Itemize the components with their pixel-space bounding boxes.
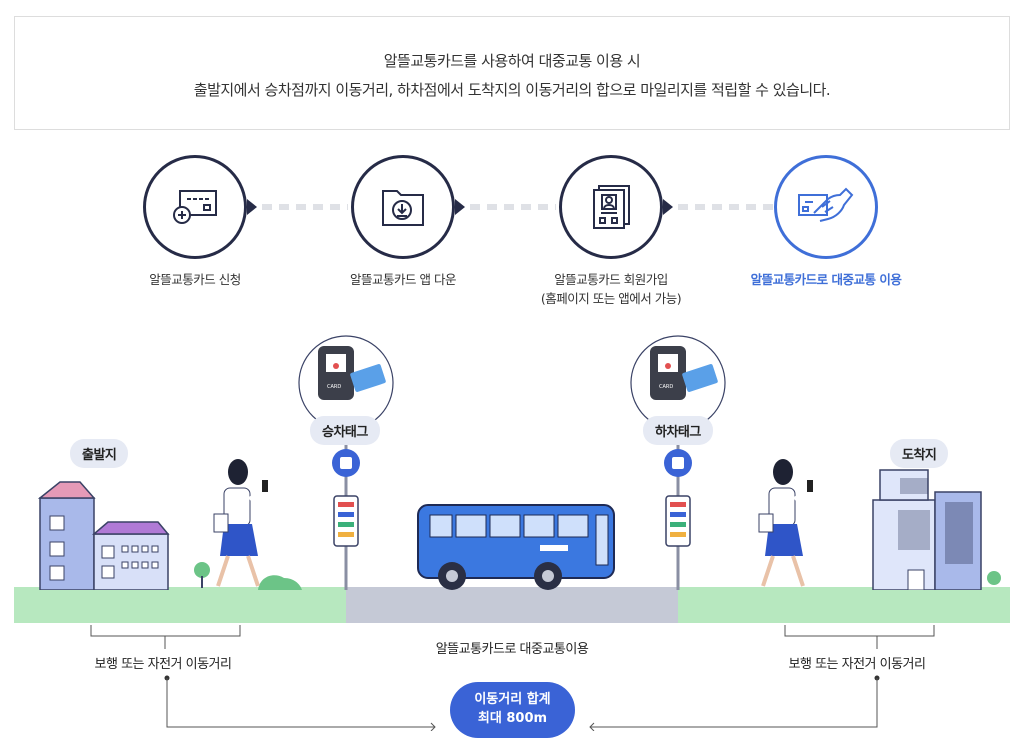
card-reader-illustration-left: CARD	[298, 335, 394, 431]
step-sublabel: (홈페이지 또는 앱에서 가능)	[540, 291, 682, 306]
board-tag-label: 승차태그	[310, 416, 380, 445]
card-add-icon	[173, 190, 217, 224]
step-download	[351, 155, 455, 259]
step-connector	[262, 204, 348, 210]
total-distance-badge: 이동거리 합계 최대 800m	[450, 682, 575, 738]
origin-label: 출발지	[70, 439, 129, 468]
step-use-transit	[774, 155, 878, 259]
destination-label: 도착지	[890, 439, 949, 468]
road	[346, 587, 678, 623]
step-signup	[559, 155, 663, 259]
total-line-1: 이동거리 합계	[474, 692, 551, 707]
arrow-icon	[247, 199, 257, 215]
walk-distance-left: 보행 또는 자전거 이동거리	[94, 657, 232, 672]
total-line-2: 최대 800m	[477, 711, 548, 726]
svg-text:CARD: CARD	[327, 384, 341, 390]
walk-distance-right: 보행 또는 자전거 이동거리	[788, 657, 926, 672]
intro-line-2: 출발지에서 승차점까지 이동거리, 하차점에서 도착지의 이동거리의 합으로 마…	[193, 81, 831, 99]
svg-text:CARD: CARD	[659, 384, 673, 390]
destination-building-icon	[872, 469, 982, 590]
folder-download-icon	[382, 190, 424, 226]
journey-illustration: CARD CARD	[37, 335, 1001, 590]
arrow-icon	[455, 199, 465, 215]
step-label: 알뜰교통카드 회원가입	[554, 272, 668, 287]
walking-person-icon	[758, 459, 813, 587]
bus-stop-pole-left	[332, 440, 360, 590]
walking-person-icon	[213, 459, 268, 587]
hand-card-icon	[798, 187, 854, 222]
bus-stop-pole-right	[664, 440, 692, 590]
step-label: 알뜰교통카드로 대중교통 이용	[750, 272, 902, 287]
distance-connectors	[90, 625, 935, 731]
arrow-icon	[663, 199, 673, 215]
transit-label: 알뜰교통카드로 대중교통이용	[435, 642, 589, 657]
origin-building-icon	[37, 481, 170, 590]
intro-line-1: 알뜰교통카드를 사용하여 대중교통 이용 시	[383, 52, 641, 70]
step-apply	[143, 155, 247, 259]
step-label: 알뜰교통카드 신청	[149, 272, 241, 287]
alight-tag-label: 하차태그	[643, 416, 713, 445]
id-document-icon	[593, 185, 630, 229]
bus-icon	[417, 504, 615, 590]
step-connector	[470, 204, 556, 210]
card-reader-illustration-right: CARD	[630, 335, 726, 431]
step-connector	[678, 204, 774, 210]
intro-box: 알뜰교통카드를 사용하여 대중교통 이용 시 출발지에서 승차점까지 이동거리,…	[14, 16, 1010, 130]
step-label: 알뜰교통카드 앱 다운	[350, 272, 456, 287]
